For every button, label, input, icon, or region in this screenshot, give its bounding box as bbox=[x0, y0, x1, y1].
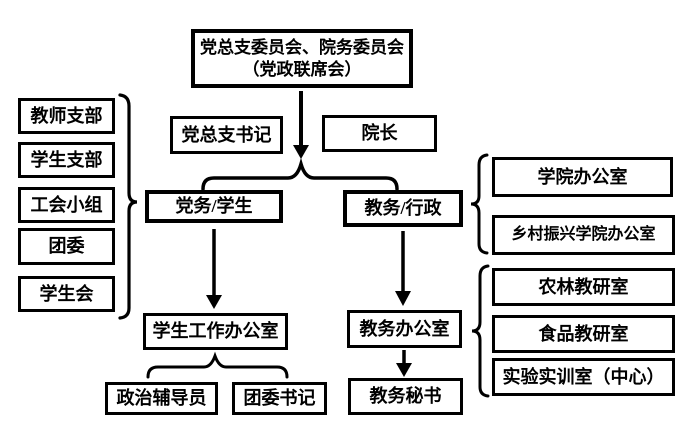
brace-student-office-split bbox=[146, 351, 289, 379]
brace-left-group bbox=[118, 93, 138, 320]
node-student-union: 学生会 bbox=[18, 276, 115, 312]
node-joint-committee: 党总支委员会、院务委员会 （党政联席会） bbox=[191, 29, 413, 88]
node-lab-training-center: 实验实训室（中心） bbox=[492, 358, 675, 396]
node-teacher-branch: 教师支部 bbox=[18, 98, 115, 134]
node-academic-office: 教务办公室 bbox=[347, 310, 462, 348]
node-college-office: 学院办公室 bbox=[492, 157, 673, 197]
arrow-committee-down-head bbox=[293, 145, 309, 159]
node-youth-league: 团委 bbox=[18, 228, 115, 265]
node-party-secretary: 党总支书记 bbox=[170, 116, 283, 154]
node-academic-admin: 教务/行政 bbox=[343, 190, 463, 227]
joint-committee-line2: （党政联席会） bbox=[242, 59, 362, 79]
node-food-research-office: 食品教研室 bbox=[492, 315, 675, 353]
brace-split-top bbox=[201, 157, 399, 191]
brace-teaching-offices bbox=[471, 264, 490, 398]
node-league-secretary: 团委书记 bbox=[232, 382, 327, 415]
node-dean: 院长 bbox=[322, 115, 437, 152]
node-agri-forestry-research-office: 农林教研室 bbox=[492, 268, 675, 306]
arrow-academic-office-head bbox=[396, 363, 412, 377]
node-rural-revitalization-office: 乡村振兴学院办公室 bbox=[492, 215, 675, 255]
brace-admin-offices bbox=[470, 153, 489, 255]
node-student-branch: 学生支部 bbox=[18, 142, 115, 178]
node-student-work-office: 学生工作办公室 bbox=[143, 313, 288, 350]
node-union-group: 工会小组 bbox=[18, 187, 115, 223]
joint-committee-line1: 党总支委员会、院务委员会 bbox=[200, 38, 404, 58]
arrow-academic-admin-head bbox=[395, 291, 411, 306]
node-academic-secretary: 教务秘书 bbox=[348, 378, 463, 415]
node-political-counselor: 政治辅导员 bbox=[105, 382, 218, 415]
node-party-student: 党务/学生 bbox=[145, 190, 283, 223]
arrow-party-student-head bbox=[206, 295, 222, 309]
